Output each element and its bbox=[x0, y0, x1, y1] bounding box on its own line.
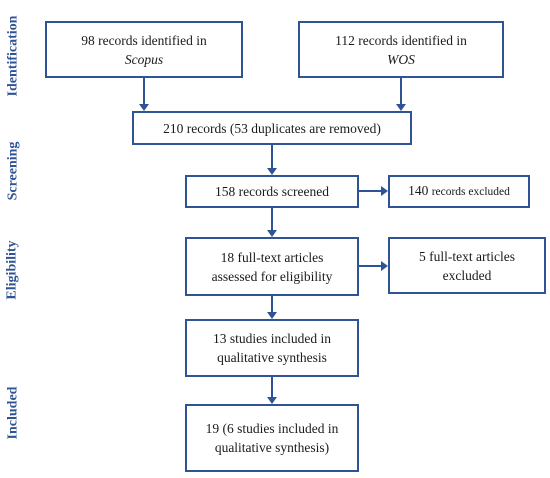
box-qualitative-synthesis: 13 studies included in qualitative synth… bbox=[185, 319, 359, 377]
arrowhead-fulltext-excluded bbox=[381, 261, 388, 271]
box-scopus-records: 98 records identified in Scopus bbox=[45, 21, 243, 78]
box-final-included: 19 (6 studies included in qualitative sy… bbox=[185, 404, 359, 472]
box-records-screened: 158 records screened bbox=[185, 175, 359, 208]
box-fulltext-excluded: 5 full-text articles excluded bbox=[388, 237, 546, 294]
arrowhead-screened-fulltext bbox=[267, 230, 277, 237]
arrowhead-fulltext-qualitative bbox=[267, 312, 277, 319]
box-records-excluded: 140 records excluded bbox=[388, 175, 530, 208]
arrowhead-qualitative-final bbox=[267, 397, 277, 404]
box-wos-records: 112 records identified in WOS bbox=[298, 21, 504, 78]
arrowhead-scopus bbox=[139, 104, 149, 111]
arrowhead-merged bbox=[267, 168, 277, 175]
arrowhead-screened-excluded bbox=[381, 186, 388, 196]
arrowhead-wos bbox=[396, 104, 406, 111]
box-fulltext-assessed: 18 full-text articles assessed for eligi… bbox=[185, 237, 359, 296]
box-merged-records: 210 records (53 duplicates are removed) bbox=[132, 111, 412, 145]
